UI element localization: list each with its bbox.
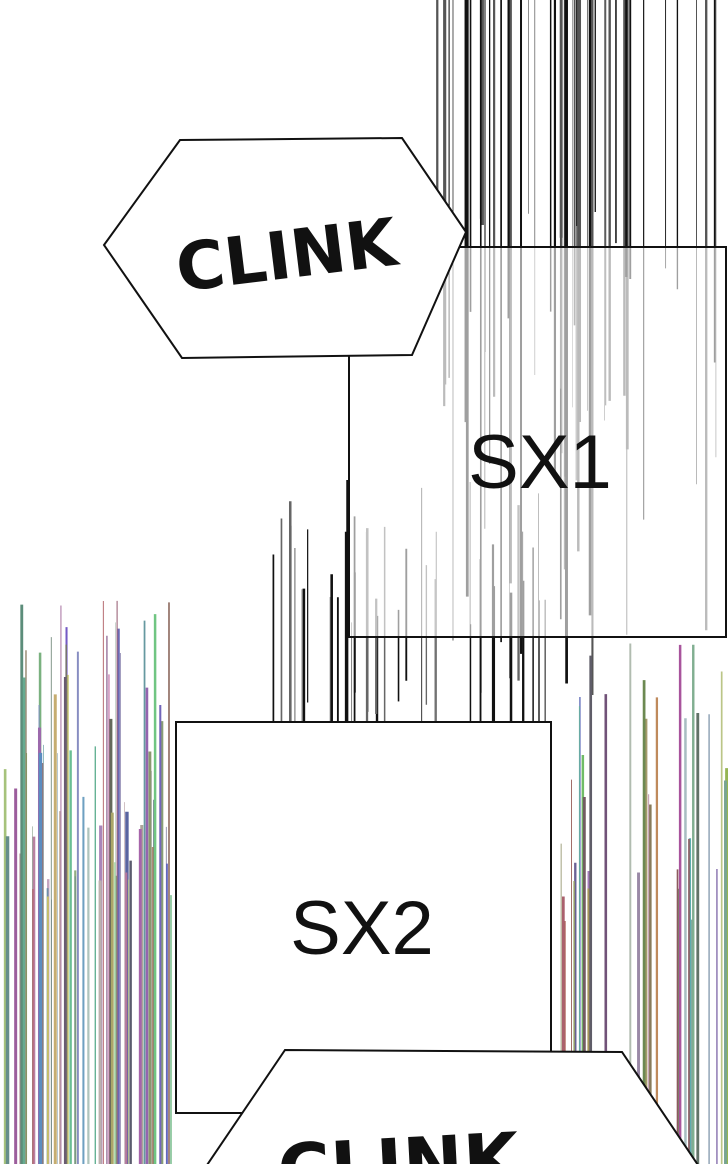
- box-2-label: SX2: [290, 886, 434, 971]
- sfx-hexagon-bottom: CLINK: [206, 1048, 699, 1164]
- sfx-box-2: SX2: [175, 721, 552, 1114]
- sfx-hexagon-top: CLINK: [102, 136, 468, 360]
- box-1-label: SX1: [468, 420, 612, 505]
